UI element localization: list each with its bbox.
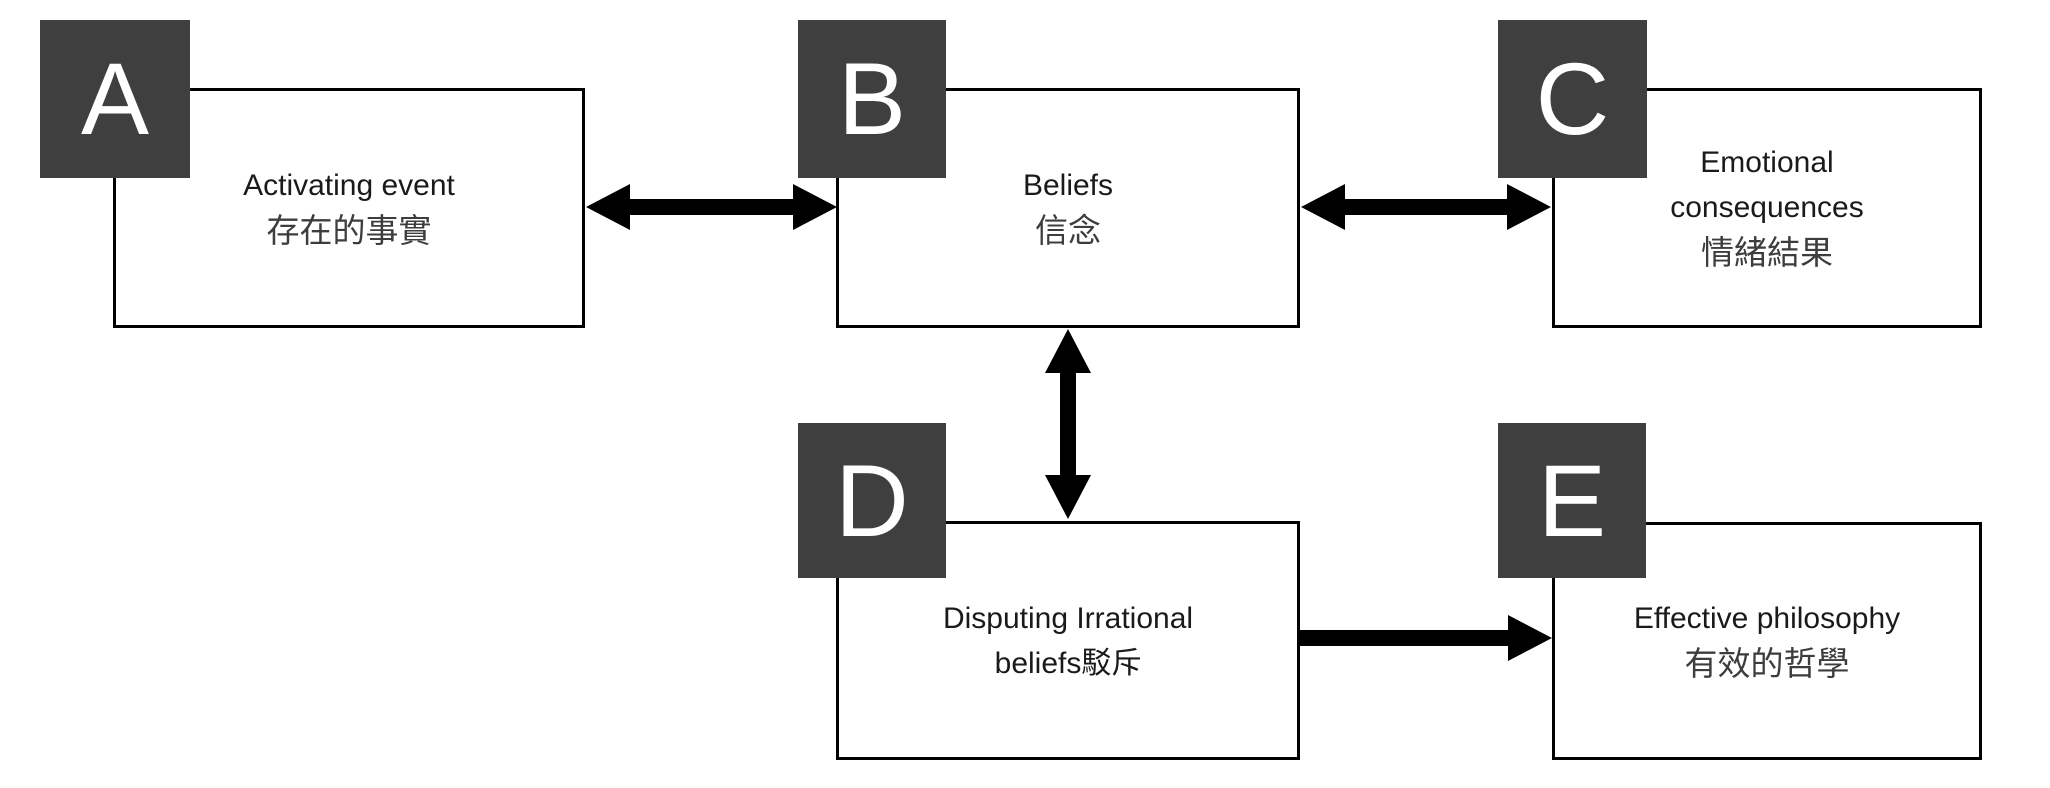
node-a-box: Activating event 存在的事實 (113, 88, 585, 328)
node-a-letter: A (80, 42, 150, 156)
node-d-badge: D (798, 423, 946, 578)
node-e-title: Effective philosophy (1633, 601, 1901, 635)
node-c-title: Emotional consequences (1670, 146, 1864, 224)
arrow-d-e-single-icon (1299, 615, 1552, 661)
node-b-badge: B (798, 20, 946, 178)
node-c-subtitle: 情緒結果 (1701, 234, 1833, 271)
node-e-subtitle: 有效的哲學 (1684, 644, 1850, 682)
node-b-subtitle: 信念 (1035, 211, 1101, 249)
node-a-subtitle: 存在的事實 (266, 211, 432, 249)
node-b-letter: B (837, 42, 907, 156)
node-c-badge: C (1498, 20, 1647, 178)
arrow-b-c-double-icon (1301, 184, 1551, 230)
node-e-badge: E (1498, 423, 1646, 578)
node-e-letter: E (1537, 443, 1607, 558)
node-d-title: Disputing Irrational beliefs駁斥 (942, 601, 1194, 680)
arrow-b-d-double-icon (1045, 329, 1091, 519)
node-c-letter: C (1535, 42, 1610, 156)
node-a-title: Activating event (243, 168, 455, 202)
node-a-badge: A (40, 20, 190, 178)
node-b-title: Beliefs (1022, 168, 1114, 202)
arrow-a-b-double-icon (586, 184, 837, 230)
node-d-letter: D (835, 443, 909, 558)
